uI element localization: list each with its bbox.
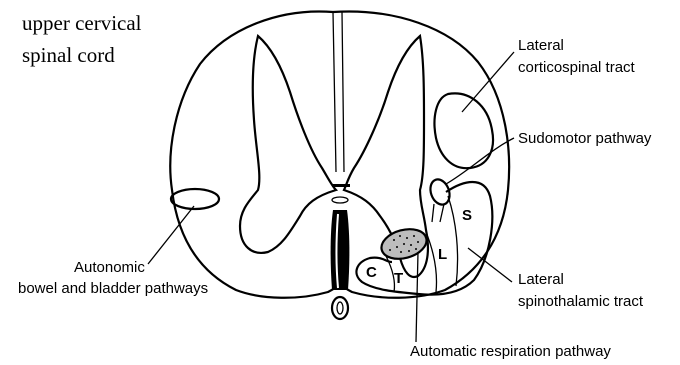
anterior-median-fissure xyxy=(331,210,350,290)
segment-label-t: T xyxy=(394,270,403,287)
segment-label-s: S xyxy=(462,207,472,224)
segment-divider-l-s xyxy=(448,196,458,286)
label-lateral-spinothalamic-line-1: Lateral xyxy=(518,271,564,288)
leader-lateral-spinothalamic xyxy=(468,248,512,282)
leader-lateral-corticospinal xyxy=(462,52,514,112)
anterior-spinal-artery xyxy=(332,297,348,319)
sudomotor-stalk xyxy=(432,204,444,222)
leader-autonomic xyxy=(148,206,194,264)
autonomic-bowel-bladder-tract xyxy=(171,189,219,209)
anterior-spinal-artery-lumen xyxy=(337,302,343,314)
label-lateral-spinothalamic-line-2: spinothalamic tract xyxy=(518,293,644,310)
label-automatic-respiration: Automatic respiration pathway xyxy=(410,343,611,360)
leader-sudomotor xyxy=(446,138,514,184)
sudomotor-pathway-tract xyxy=(427,177,453,208)
segment-label-l: L xyxy=(438,246,447,263)
segment-label-c: C xyxy=(366,264,377,281)
diagram-title-line-2: spinal cord xyxy=(22,43,115,67)
central-canal xyxy=(332,197,348,203)
grey-commissure-bar xyxy=(332,184,350,187)
label-lateral-corticospinal-line-2: corticospinal tract xyxy=(518,59,636,76)
diagram-title-line-1: upper cervical xyxy=(22,11,142,35)
label-autonomic-line-1: Autonomic xyxy=(74,259,145,276)
grey-matter-outline xyxy=(240,36,336,253)
label-lateral-corticospinal-line-1: Lateral xyxy=(518,37,564,54)
posterior-median-sulcus xyxy=(333,12,344,172)
label-autonomic-line-2: bowel and bladder pathways xyxy=(18,280,208,297)
label-sudomotor: Sudomotor pathway xyxy=(518,130,652,147)
